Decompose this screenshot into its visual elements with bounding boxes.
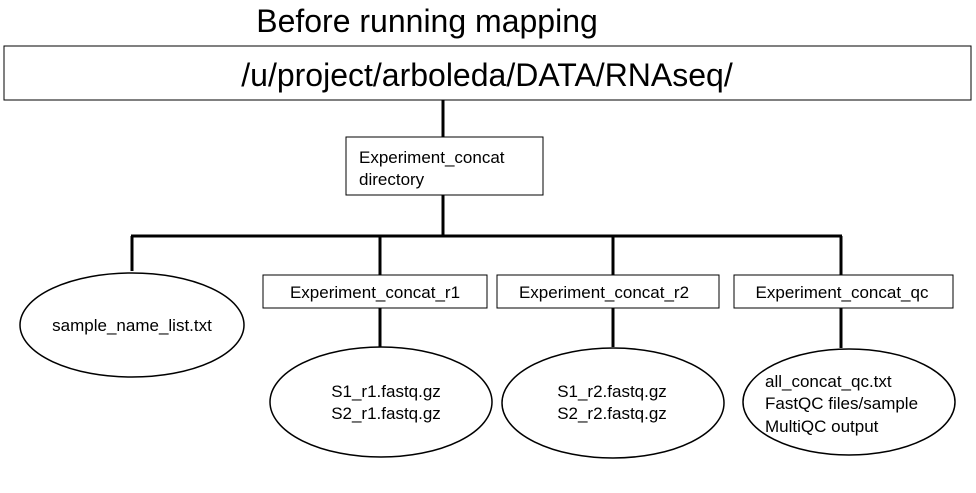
- sample-name-list-ellipse: [19, 272, 245, 378]
- r2-file-1: S1_r2.fastq.gz: [557, 382, 667, 401]
- experiment-dir-line-1: Experiment_concat: [359, 148, 505, 167]
- r2-file-2: S2_r2.fastq.gz: [557, 404, 667, 423]
- qc-item-3: MultiQC output: [765, 417, 879, 436]
- experiment-dir-line-2: directory: [359, 170, 425, 189]
- diagram-title: Before running mapping: [256, 3, 598, 39]
- r1-contents-ellipse: [269, 346, 493, 458]
- qc-contents-ellipse: [742, 348, 956, 456]
- dir-r1-box: [262, 274, 488, 309]
- qc-item-2: FastQC files/sample: [765, 394, 918, 413]
- root-path-label: /u/project/arboleda/DATA/RNAseq/: [241, 57, 733, 93]
- dir-qc-box: [733, 274, 954, 309]
- experiment-dir-box: [345, 136, 544, 196]
- qc-item-1: all_concat_qc.txt: [765, 372, 892, 391]
- r1-file-1: S1_r1.fastq.gz: [331, 382, 441, 401]
- r2-contents-ellipse: [501, 347, 725, 459]
- root-path-box: [3, 45, 972, 101]
- dir-r2-box: [496, 274, 720, 309]
- r1-file-2: S2_r1.fastq.gz: [331, 404, 441, 423]
- dir-qc-label: Experiment_concat_qc: [756, 283, 929, 302]
- sample-name-list-label: sample_name_list.txt: [52, 316, 212, 335]
- dir-r1-label: Experiment_concat_r1: [290, 283, 460, 302]
- dir-r2-label: Experiment_concat_r2: [519, 283, 689, 302]
